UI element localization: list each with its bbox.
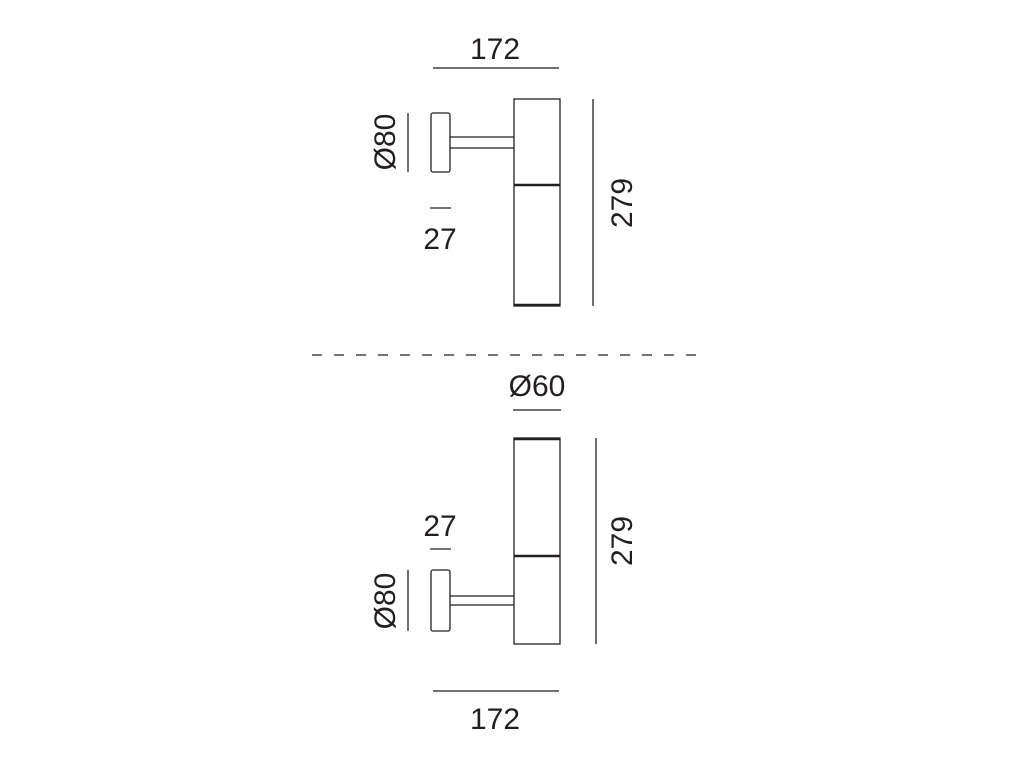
bottom-mount-diameter-label: Ø80 (369, 573, 402, 630)
bottom-height-label: 279 (606, 516, 639, 566)
bottom-view: Ø60 27 Ø80 279 172 (369, 370, 639, 736)
top-lamp-body (513, 98, 561, 307)
bottom-mount-depth-label: 27 (423, 510, 456, 543)
top-wall-mount-plate (430, 112, 451, 173)
top-width-label: 172 (470, 33, 520, 66)
bottom-width-label: 172 (470, 703, 520, 736)
top-height-label: 279 (606, 178, 639, 228)
top-mount-diameter-label: Ø80 (369, 114, 402, 171)
bottom-body-diameter-label: Ø60 (509, 370, 566, 403)
top-mount-depth-label: 27 (423, 223, 456, 256)
bottom-lamp-body (513, 437, 561, 645)
top-view: 172 Ø80 27 279 (369, 33, 639, 307)
bottom-wall-mount-plate (430, 569, 451, 632)
